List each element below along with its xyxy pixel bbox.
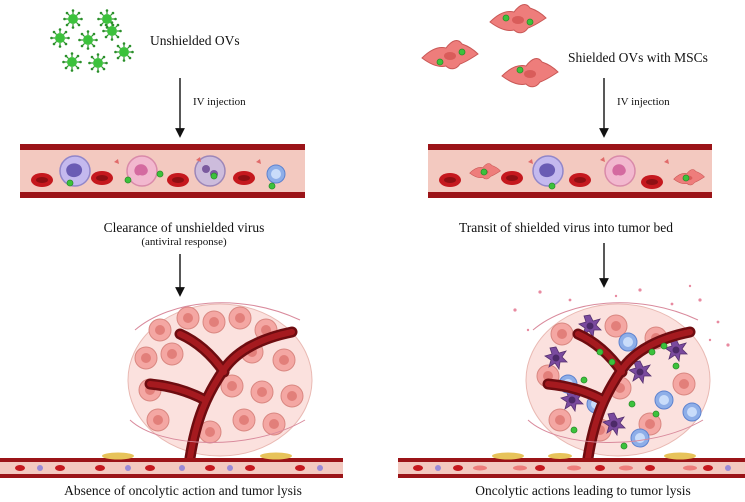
left-tumor <box>127 302 313 464</box>
left-tumor-caption: Absence of oncolytic action and tumor ly… <box>64 483 302 498</box>
right-arrow-1-label: IV injection <box>617 96 670 108</box>
right-tumor <box>513 284 730 464</box>
left-top-label: Unshielded OVs <box>150 33 240 48</box>
left-vessel-caption: Clearance of unshielded virus <box>103 220 265 235</box>
right-vessel-caption: Transit of shielded virus into tumor bed <box>459 220 673 235</box>
right-msc-cluster <box>421 4 559 88</box>
left-virus-cluster <box>49 8 135 74</box>
left-vessel-subcaption: (antiviral response) <box>141 236 227 248</box>
right-blood-vessel <box>428 144 712 198</box>
left-blood-vessel <box>20 144 305 198</box>
left-bottom-vessel <box>0 452 343 478</box>
right-bottom-vessel <box>398 452 745 478</box>
right-top-label: Shielded OVs with MSCs <box>568 50 708 65</box>
left-arrow-1-label: IV injection <box>193 96 246 108</box>
right-tumor-caption: Oncolytic actions leading to tumor lysis <box>475 483 691 498</box>
